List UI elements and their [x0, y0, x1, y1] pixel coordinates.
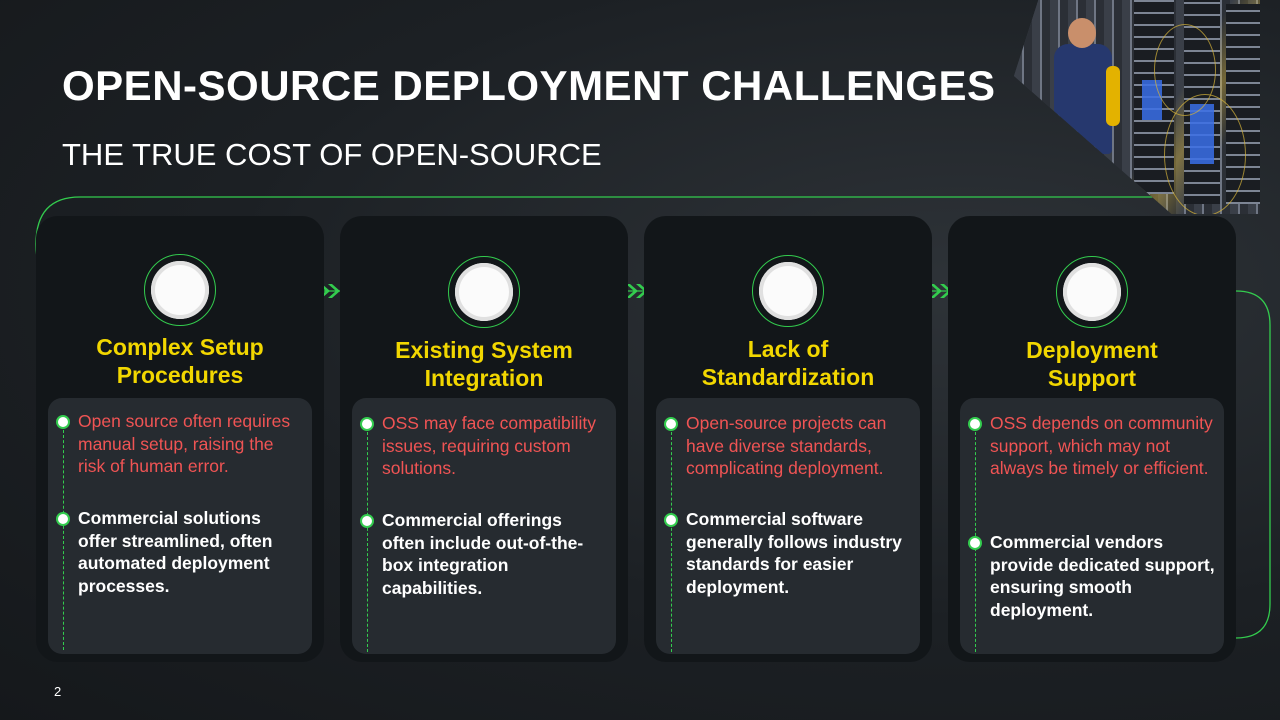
bullet-dot-icon	[360, 514, 374, 528]
server-room-photo	[1014, 0, 1260, 214]
open-source-point: Open-source projects can have diverse st…	[664, 412, 912, 480]
open-source-point: OSS may face compatibility issues, requi…	[360, 412, 608, 480]
bullet-dot-icon	[664, 513, 678, 527]
bullet-dot-icon	[968, 536, 982, 550]
open-source-point: Open source often requires manual setup,…	[56, 410, 304, 478]
bullet-guide-line	[63, 430, 64, 650]
bullet-dot-icon	[360, 417, 374, 431]
bullet-guide-line	[367, 432, 368, 652]
card-body	[656, 398, 920, 654]
slide-subtitle: THE TRUE COST OF OPEN-SOURCE	[62, 137, 602, 172]
card-body	[960, 398, 1224, 654]
bullet-dot-icon	[664, 417, 678, 431]
commercial-point: Commercial vendors provide dedicated sup…	[968, 531, 1220, 621]
card-title: Lack of Standardization	[701, 336, 875, 390]
step-circle-icon	[1056, 256, 1128, 328]
commercial-point: Commercial solutions offer streamlined, …	[56, 507, 304, 597]
double-chevron-right-icon	[318, 284, 340, 298]
step-circle-icon	[752, 255, 824, 327]
card-title: Complex Setup Procedures	[96, 334, 264, 388]
slide-title: OPEN-SOURCE DEPLOYMENT CHALLENGES	[62, 62, 996, 109]
card-title: Deployment Support	[1026, 337, 1158, 391]
step-circle-icon	[144, 254, 216, 326]
bullet-guide-line	[671, 432, 672, 652]
step-circle-icon	[448, 256, 520, 328]
card-body	[352, 398, 616, 654]
open-source-point: OSS depends on community support, which …	[968, 412, 1220, 480]
card-title: Existing System Integration	[395, 337, 573, 391]
page-number: 2	[54, 684, 62, 699]
card-body	[48, 398, 312, 654]
bullet-dot-icon	[56, 512, 70, 526]
bullet-dot-icon	[968, 417, 982, 431]
commercial-point: Commercial offerings often include out-o…	[360, 509, 608, 599]
bullet-dot-icon	[56, 415, 70, 429]
commercial-point: Commercial software generally follows in…	[664, 508, 912, 598]
